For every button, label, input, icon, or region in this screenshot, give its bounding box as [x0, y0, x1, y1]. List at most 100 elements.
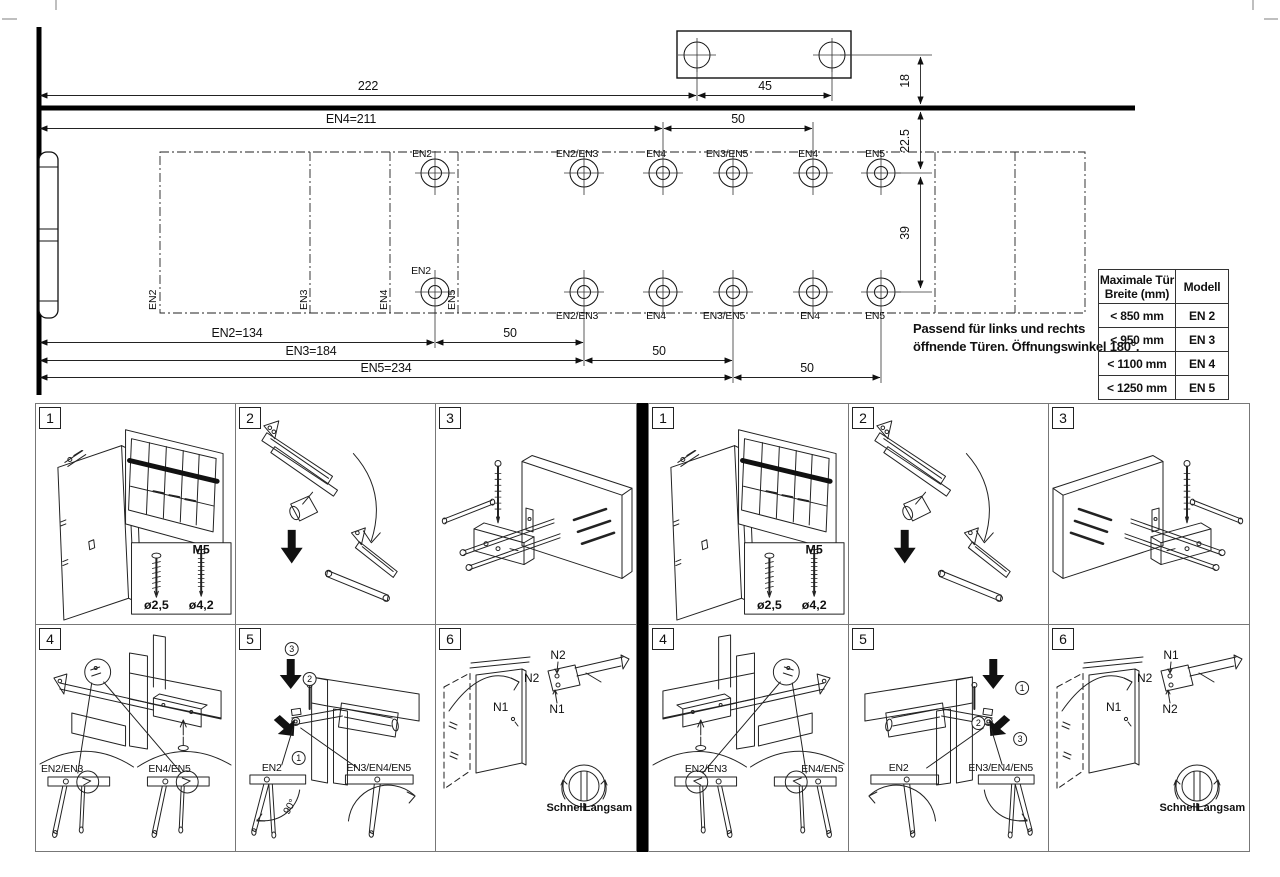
arm-fixing-plate	[676, 30, 852, 79]
dim-222: 222	[358, 79, 379, 93]
dim-18: 18	[898, 74, 912, 88]
arm-orientation-illustration	[40, 635, 231, 838]
panel-left-3: 3	[436, 404, 636, 625]
label-en2-en3: EN2/EN3	[41, 764, 84, 775]
crop-marks	[2, 0, 1278, 20]
arm-adjustment-illustration	[248, 658, 421, 839]
step-number-badge: 3	[1052, 407, 1074, 429]
cell-breite: < 950 mm	[1098, 327, 1176, 352]
hole-label-bot-en4b: EN4	[800, 310, 820, 322]
drilling-template-drawing: EN2 EN3 EN4 EN5 EN2 EN2/EN3 EN4 EN3/EN5 …	[2, 0, 1278, 395]
step-number-badge: 6	[439, 628, 461, 650]
step-number-badge: 3	[439, 407, 461, 429]
hole-label-top-en4b: EN4	[798, 148, 818, 160]
zone-label-en5: EN5	[446, 289, 458, 310]
drill-holes-top-row	[415, 151, 901, 195]
drill-holes-bottom-row	[415, 270, 901, 314]
dimension-lines	[39, 56, 924, 381]
arm-adjustment-illustration	[863, 658, 1036, 839]
step-marker-2: 2	[971, 716, 986, 730]
hole-label-bottom-en2: EN2	[411, 265, 431, 277]
svg-text:3: 3	[289, 644, 294, 654]
cell-breite: < 1250 mm	[1098, 375, 1176, 400]
step-number-badge: 2	[239, 407, 261, 429]
dim-en3-184: EN3=184	[285, 344, 336, 358]
label-langsam: Langsam	[584, 802, 633, 814]
hole-label-bot-en5: EN5	[865, 310, 885, 322]
table-row: < 950 mm EN 3	[1098, 327, 1229, 352]
hole-label-top-en4a: EN4	[646, 148, 666, 160]
hole-label-bot-en4a: EN4	[646, 310, 666, 322]
label-n2-valve: N2	[550, 648, 566, 662]
label-schnell: Schnell	[1159, 802, 1198, 814]
label-en4-en5: EN4/EN5	[148, 764, 191, 775]
zone-label-en2: EN2	[147, 289, 159, 310]
label-m5: M5	[193, 543, 210, 557]
hole-label-top-en3en5: EN3/EN5	[706, 148, 749, 160]
label-en2: EN2	[262, 763, 282, 774]
arm-disassembly-illustration	[874, 420, 1011, 602]
zone-label-en4: EN4	[378, 289, 390, 310]
label-n2-valve: N2	[1162, 702, 1178, 716]
panel-left-6: 6 N2 N1 N2 N1 Schnell Langsam	[436, 625, 636, 851]
svg-text:3: 3	[1018, 734, 1023, 744]
dim-39: 39	[898, 226, 912, 240]
panel-left-1: 1 M5 ø2,5 ø4,2	[36, 404, 236, 625]
table-header-modell: Modell	[1175, 269, 1229, 304]
cell-modell: EN 3	[1175, 327, 1229, 352]
panel-right-4: 4 EN2/EN3 EN4/EN5	[649, 625, 849, 851]
label-n2-door: N2	[524, 671, 540, 685]
mounting-zone	[159, 151, 1086, 314]
step-number-badge: 4	[652, 628, 674, 650]
label-drill-4-2: ø4,2	[802, 598, 827, 612]
note-line-2: öffnende Türen. Öffnungswinkel 180°.	[913, 339, 1140, 354]
zone-label-en3: EN3	[298, 289, 310, 310]
svg-text:2: 2	[976, 718, 981, 728]
extension-lines	[434, 54, 932, 383]
label-drill-4-2: ø4,2	[189, 598, 214, 612]
label-n1-door: N1	[1106, 700, 1122, 714]
dim-22-5: 22.5	[898, 129, 912, 153]
dim-en2-134: EN2=134	[211, 326, 262, 340]
panel-left-2: 2	[236, 404, 436, 625]
section-divider-bar	[637, 403, 648, 852]
cell-modell: EN 4	[1175, 351, 1229, 376]
label-schnell: Schnell	[546, 802, 585, 814]
dim-en5-234: EN5=234	[360, 361, 411, 375]
dim-en4-211: EN4=211	[326, 112, 376, 126]
arm-disassembly-illustration	[261, 420, 398, 602]
step-number-badge: 1	[39, 407, 61, 429]
cell-modell: EN 5	[1175, 375, 1229, 400]
dim-50-row2: 50	[652, 344, 666, 358]
cell-breite: < 1100 mm	[1098, 351, 1176, 376]
panel-right-3: 3	[1049, 404, 1249, 625]
step-number-badge: 5	[239, 628, 261, 650]
dim-50-top: 50	[731, 112, 745, 126]
table-header-breite: Maximale Tür Breite (mm)	[1098, 269, 1176, 304]
dim-50-row3: 50	[800, 361, 814, 375]
instruction-panels-left-hand-door: 1 M5 ø2,5 ø4,2 2 3 4 EN	[35, 403, 637, 852]
suitability-note: Passend für links und rechts öffnende Tü…	[913, 320, 1183, 356]
step-marker-1: 1	[291, 751, 306, 765]
hole-label-top-en5: EN5	[865, 148, 885, 160]
label-m5: M5	[806, 543, 823, 557]
body-mounting-illustration	[440, 454, 634, 580]
label-en3-en4-en5: EN3/EN4/EN5	[346, 763, 411, 774]
step-number-badge: 5	[852, 628, 874, 650]
hole-label-top-en2en3: EN2/EN3	[556, 148, 599, 160]
label-drill-2-5: ø2,5	[757, 598, 782, 612]
instruction-panels-right-hand-door: 1 M5 ø2,5 ø4,2 2 3 4	[648, 403, 1250, 852]
step-number-badge: 6	[1052, 628, 1074, 650]
step-number-badge: 1	[652, 407, 674, 429]
dim-50-row1: 50	[503, 326, 517, 340]
step-number-badge: 4	[39, 628, 61, 650]
panel-right-2: 2	[849, 404, 1049, 625]
label-n1-valve: N1	[549, 702, 565, 716]
panel-right-5: 5 1 2 3 EN2 EN3/EN4/EN5	[849, 625, 1049, 851]
panel-right-1: 1 M5 ø2,5 ø4,2	[649, 404, 849, 625]
panel-left-5: 5 3 2 1 EN2 EN3/EN4/EN5 90°	[236, 625, 436, 851]
step-marker-2: 2	[302, 672, 317, 686]
svg-text:1: 1	[1020, 683, 1025, 693]
table-row: < 1250 mm EN 5	[1098, 375, 1229, 400]
